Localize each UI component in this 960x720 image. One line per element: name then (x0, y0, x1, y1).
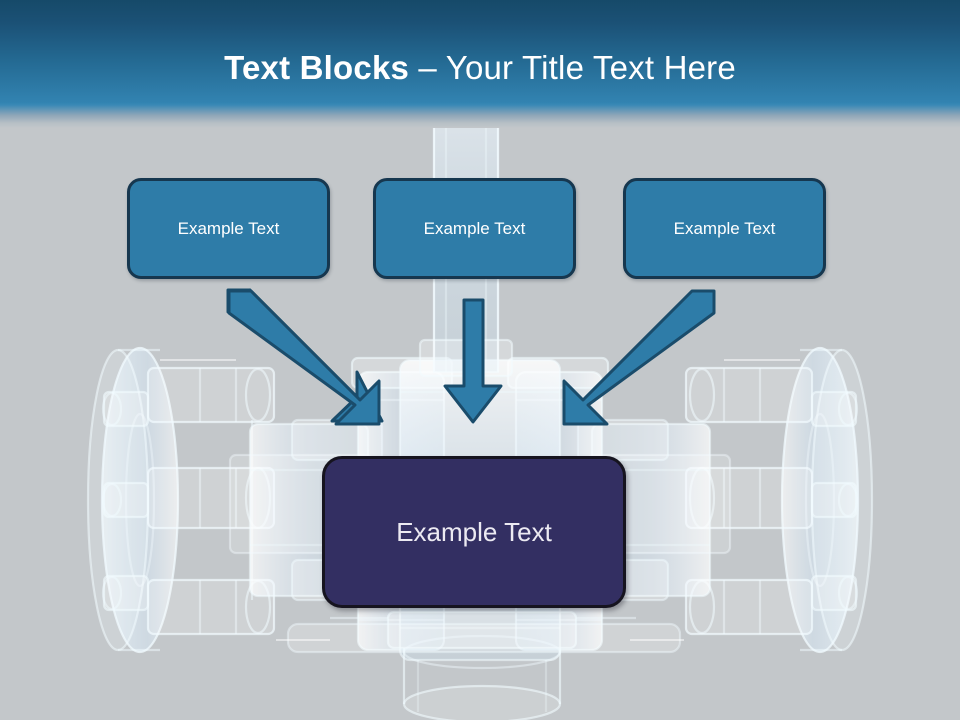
text-block-3[interactable]: Example Text (623, 178, 826, 279)
valve-lower-barrel (286, 610, 682, 720)
page-title: Text Blocks – Your Title Text Here (0, 48, 960, 88)
text-block-1-label: Example Text (177, 218, 280, 238)
page-title-light: Your Title Text Here (445, 49, 736, 86)
arrow-diagonal-right (562, 289, 716, 426)
text-block-2[interactable]: Example Text (373, 178, 576, 279)
arrow-diagonal-left (226, 288, 384, 423)
page-title-separator: – (409, 49, 446, 86)
left-flange (86, 346, 180, 654)
header-band (0, 0, 960, 128)
text-block-1[interactable]: Example Text (127, 178, 330, 279)
text-block-3-label: Example Text (673, 218, 776, 238)
arrow-diagonal-left-shape (227, 289, 381, 426)
arrow-vertical-center (443, 298, 503, 424)
left-bolt-band (146, 366, 276, 636)
result-text-block-label: Example Text (396, 516, 552, 547)
result-text-block[interactable]: Example Text (322, 456, 626, 608)
text-block-2-label: Example Text (423, 218, 526, 238)
page-title-bold: Text Blocks (224, 49, 410, 86)
